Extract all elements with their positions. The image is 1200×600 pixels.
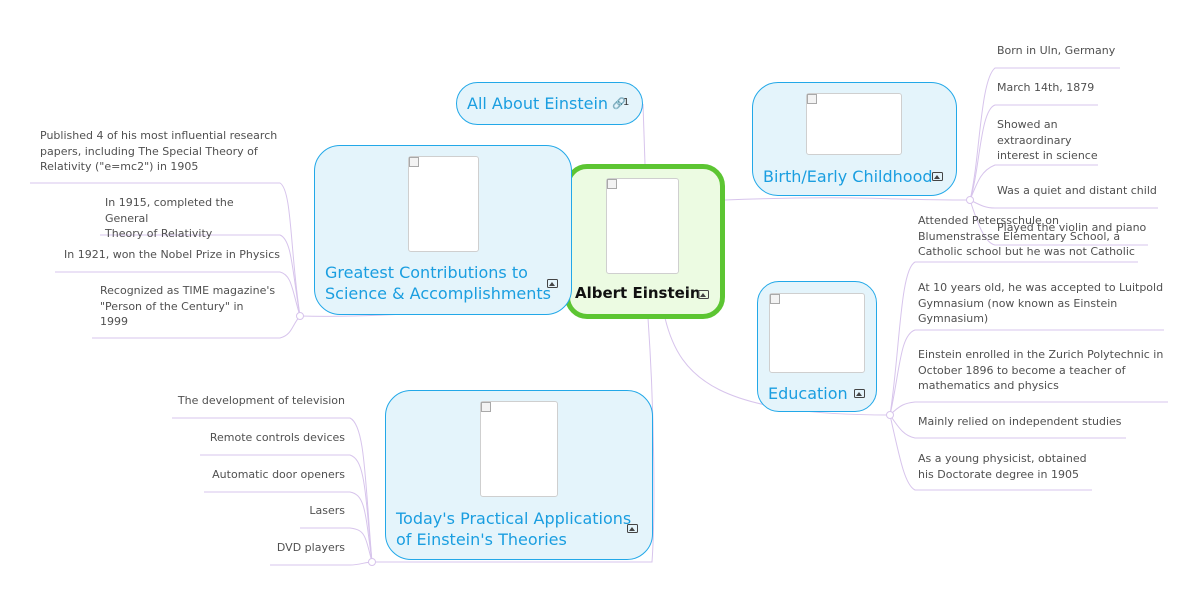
image-icon: [547, 279, 558, 288]
contributions-leaf-general-relativity[interactable]: In 1915, completed the General Theory of…: [105, 196, 234, 240]
applications-leaf-television[interactable]: The development of television: [177, 394, 345, 407]
contributions-leaf-papers[interactable]: Published 4 of his most influential rese…: [40, 129, 278, 173]
image-icon: [698, 290, 709, 299]
education-leaf-independent[interactable]: Mainly relied on independent studies: [918, 415, 1122, 428]
applications-leaf-doors[interactable]: Automatic door openers: [212, 468, 345, 481]
all-about-einstein-title: All About Einstein: [467, 94, 609, 113]
image-icon: [932, 172, 943, 181]
broken-image-icon: [607, 179, 617, 189]
contributions-image-placeholder: [408, 156, 479, 252]
education-leaf-doctorate[interactable]: As a young physicist, obtained his Docto…: [918, 452, 1087, 481]
applications-leaf-dvd[interactable]: DVD players: [276, 541, 345, 554]
contributions-leaf-time[interactable]: Recognized as TIME magazine's "Person of…: [100, 284, 276, 328]
all-about-einstein-topic[interactable]: [456, 82, 643, 125]
birth-leaf-violin[interactable]: Played the violin and piano: [997, 221, 1147, 234]
central-topic-title: Albert Einstein: [575, 284, 701, 302]
broken-image-icon: [807, 94, 817, 104]
birth-image-placeholder: [806, 93, 902, 155]
education-leaf-zurich[interactable]: Einstein enrolled in the Zurich Polytech…: [918, 348, 1164, 392]
contributions-title: Greatest Contributions to Science & Acco…: [325, 263, 552, 303]
birth-title: Birth/Early Childhood: [763, 167, 933, 186]
education-image-placeholder: [769, 293, 865, 373]
birth-leaf-quiet[interactable]: Was a quiet and distant child: [997, 184, 1157, 197]
applications-leaf-lasers[interactable]: Lasers: [309, 504, 345, 517]
central-image-placeholder: [606, 178, 679, 274]
contributions-leaf-nobel[interactable]: In 1921, won the Nobel Prize in Physics: [64, 248, 280, 261]
link-icon[interactable]: 🔗: [612, 97, 626, 110]
broken-image-icon: [409, 157, 419, 167]
broken-image-icon: [770, 294, 780, 304]
link-count: 1: [623, 97, 630, 108]
education-leaf-petersschule[interactable]: Attended Petersschule on Blumenstrasse E…: [918, 214, 1135, 258]
birth-leaf-born[interactable]: Born in Uln, Germany: [997, 44, 1116, 57]
broken-image-icon: [481, 402, 491, 412]
applications-title: Today's Practical Applications of Einste…: [396, 509, 632, 549]
birth-leaf-interest[interactable]: Showed an extraordinary interest in scie…: [997, 118, 1098, 162]
applications-image-placeholder: [480, 401, 558, 497]
image-icon: [627, 524, 638, 533]
image-icon: [854, 389, 865, 398]
education-leaf-luitpold[interactable]: At 10 years old, he was accepted to Luit…: [918, 281, 1164, 325]
education-title: Education: [768, 384, 848, 403]
birth-leaf-date[interactable]: March 14th, 1879: [997, 81, 1095, 94]
applications-leaf-remote[interactable]: Remote controls devices: [209, 431, 345, 444]
